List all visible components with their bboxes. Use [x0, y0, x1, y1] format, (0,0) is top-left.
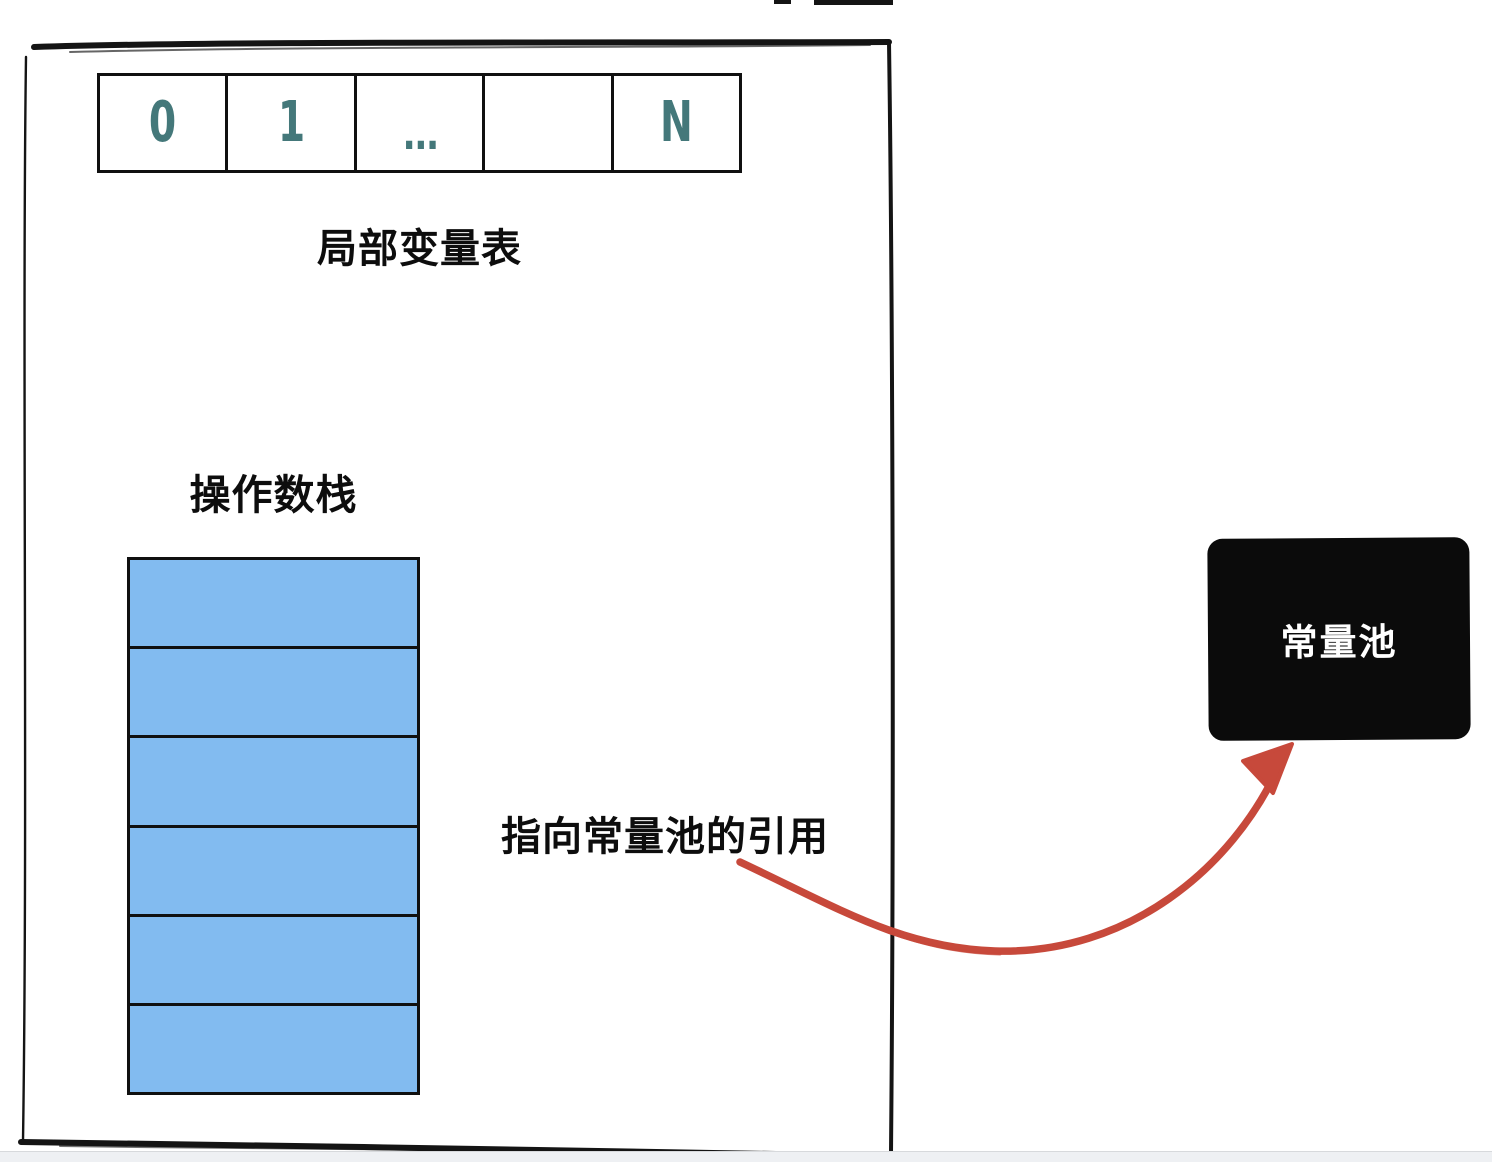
- lvt-cell-index: N: [659, 90, 693, 155]
- operand-stack-slot-5: [130, 1005, 417, 1093]
- operand-stack-slot-3: [130, 827, 417, 917]
- lvt-cell-index: 1: [277, 90, 305, 155]
- lvt-cell-0: 0: [100, 76, 229, 170]
- lvt-cell-2: …: [357, 76, 486, 170]
- operand-stack: [127, 557, 420, 1095]
- constant-pool-reference-label: 指向常量池的引用: [501, 815, 829, 859]
- lvt-cell-4: N: [614, 76, 739, 170]
- local-variable-table-caption: 局部变量表: [317, 227, 522, 271]
- reference-arrow: [736, 742, 1294, 956]
- clipped-shape-fragment: [814, 0, 893, 5]
- frame-left-stroke: [21, 55, 28, 1143]
- operand-stack-caption: 操作数栈: [189, 472, 358, 518]
- reference-arrow-head: [1241, 742, 1294, 795]
- constant-pool-box: 常量池: [1207, 537, 1471, 741]
- local-variable-table: 0 1 … N: [97, 73, 742, 173]
- lvt-cell-index: 0: [149, 90, 177, 155]
- frame-top-stroke: [31, 39, 892, 50]
- constant-pool-label: 常量池: [1280, 621, 1398, 664]
- operand-stack-slot-4: [130, 916, 417, 1006]
- reference-arrow-curve-texture: [746, 866, 1002, 956]
- frame-top-stroke-echo: [69, 44, 871, 53]
- lvt-cell-1: 1: [228, 76, 357, 170]
- lvt-cell-3: [485, 76, 614, 170]
- operand-stack-slot-0: [130, 560, 417, 650]
- window-bottom-edge: [0, 1151, 1492, 1162]
- operand-stack-slot-1: [130, 649, 417, 739]
- frame-right-stroke: [887, 40, 895, 1155]
- lvt-cell-index: …: [402, 109, 438, 160]
- clipped-shape-fragment: [774, 0, 791, 4]
- operand-stack-slot-2: [130, 738, 417, 828]
